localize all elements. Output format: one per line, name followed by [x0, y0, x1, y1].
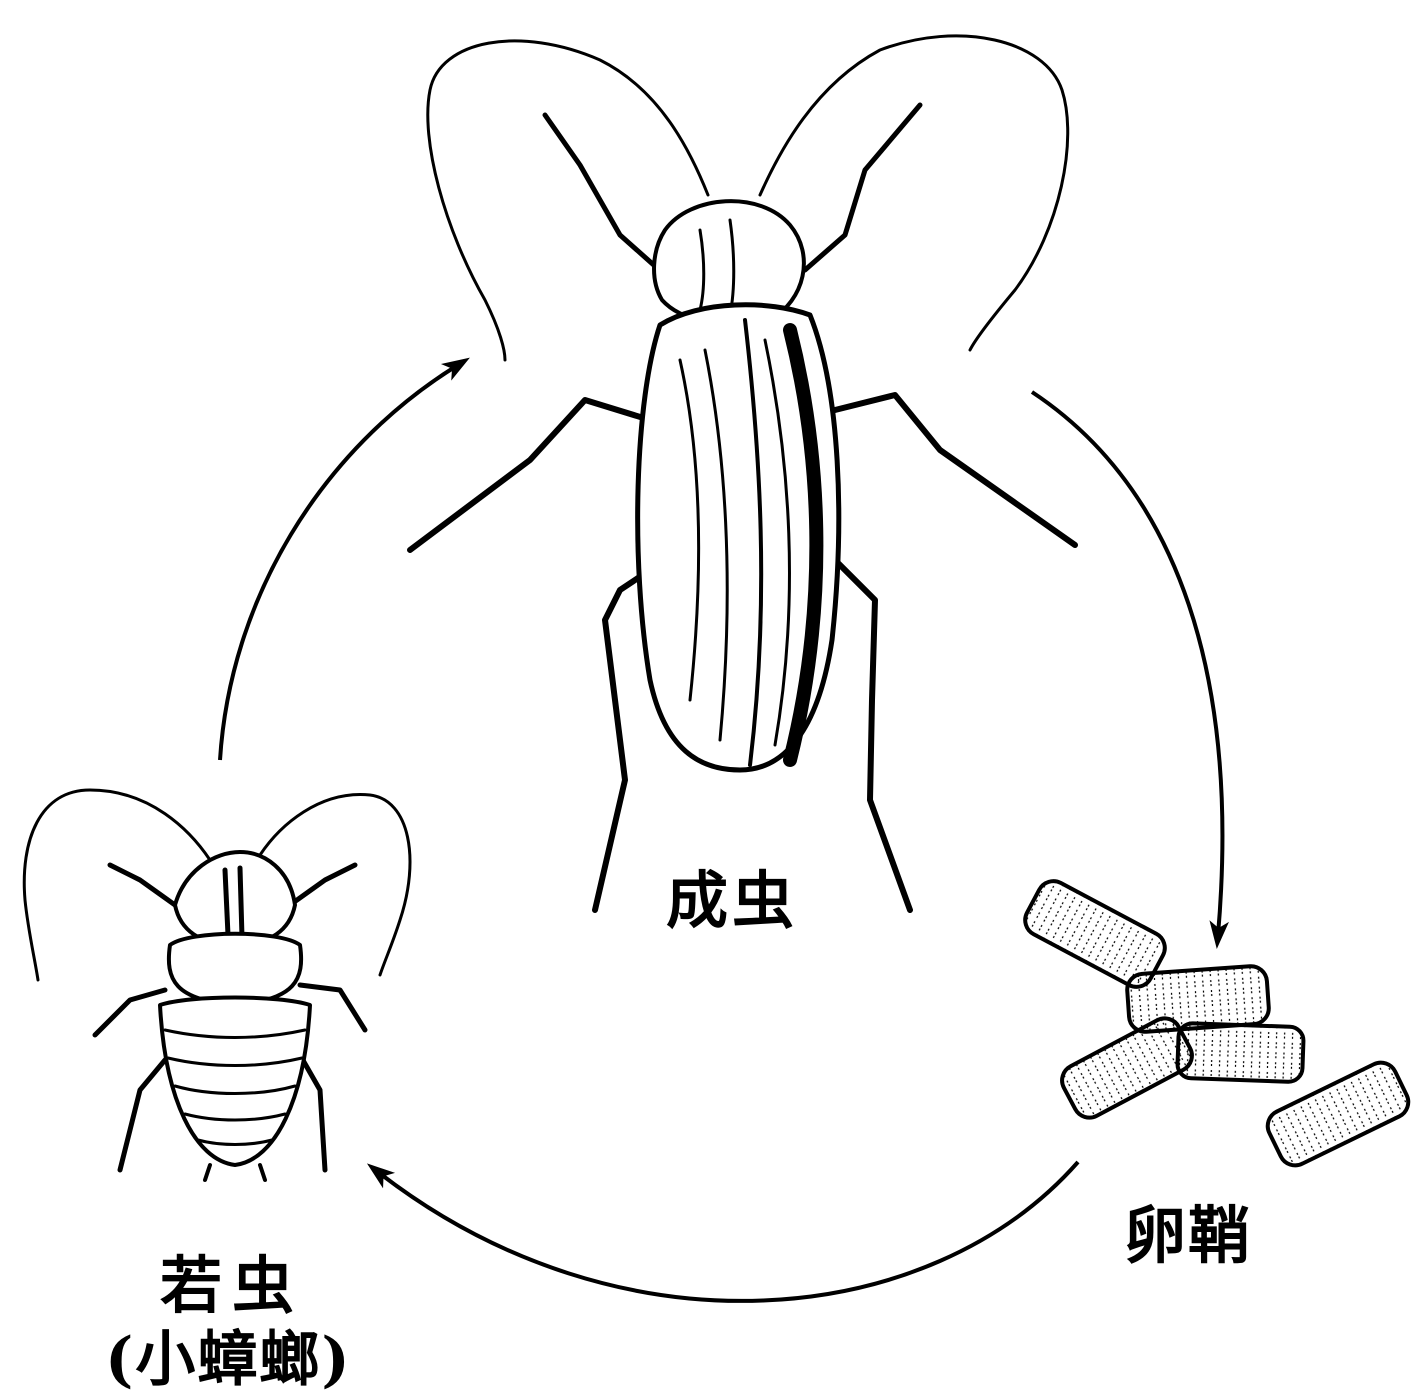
arrow-adult-to-ootheca — [1032, 392, 1222, 935]
adult-cockroach-icon — [410, 36, 1075, 910]
nymph-stage-note: (小蟑螂) — [105, 1330, 352, 1390]
nymph-cockroach-icon — [24, 790, 410, 1180]
adult-stage-label: 成虫 — [666, 870, 798, 932]
arrow-ootheca-to-nymph — [378, 1162, 1078, 1301]
ootheca-stage-label: 卵鞘 — [1124, 1205, 1252, 1267]
arrow-nymph-to-adult — [220, 365, 458, 760]
nymph-stage-label: 若虫 — [160, 1255, 304, 1317]
egg-case-icon — [1020, 876, 1414, 1171]
